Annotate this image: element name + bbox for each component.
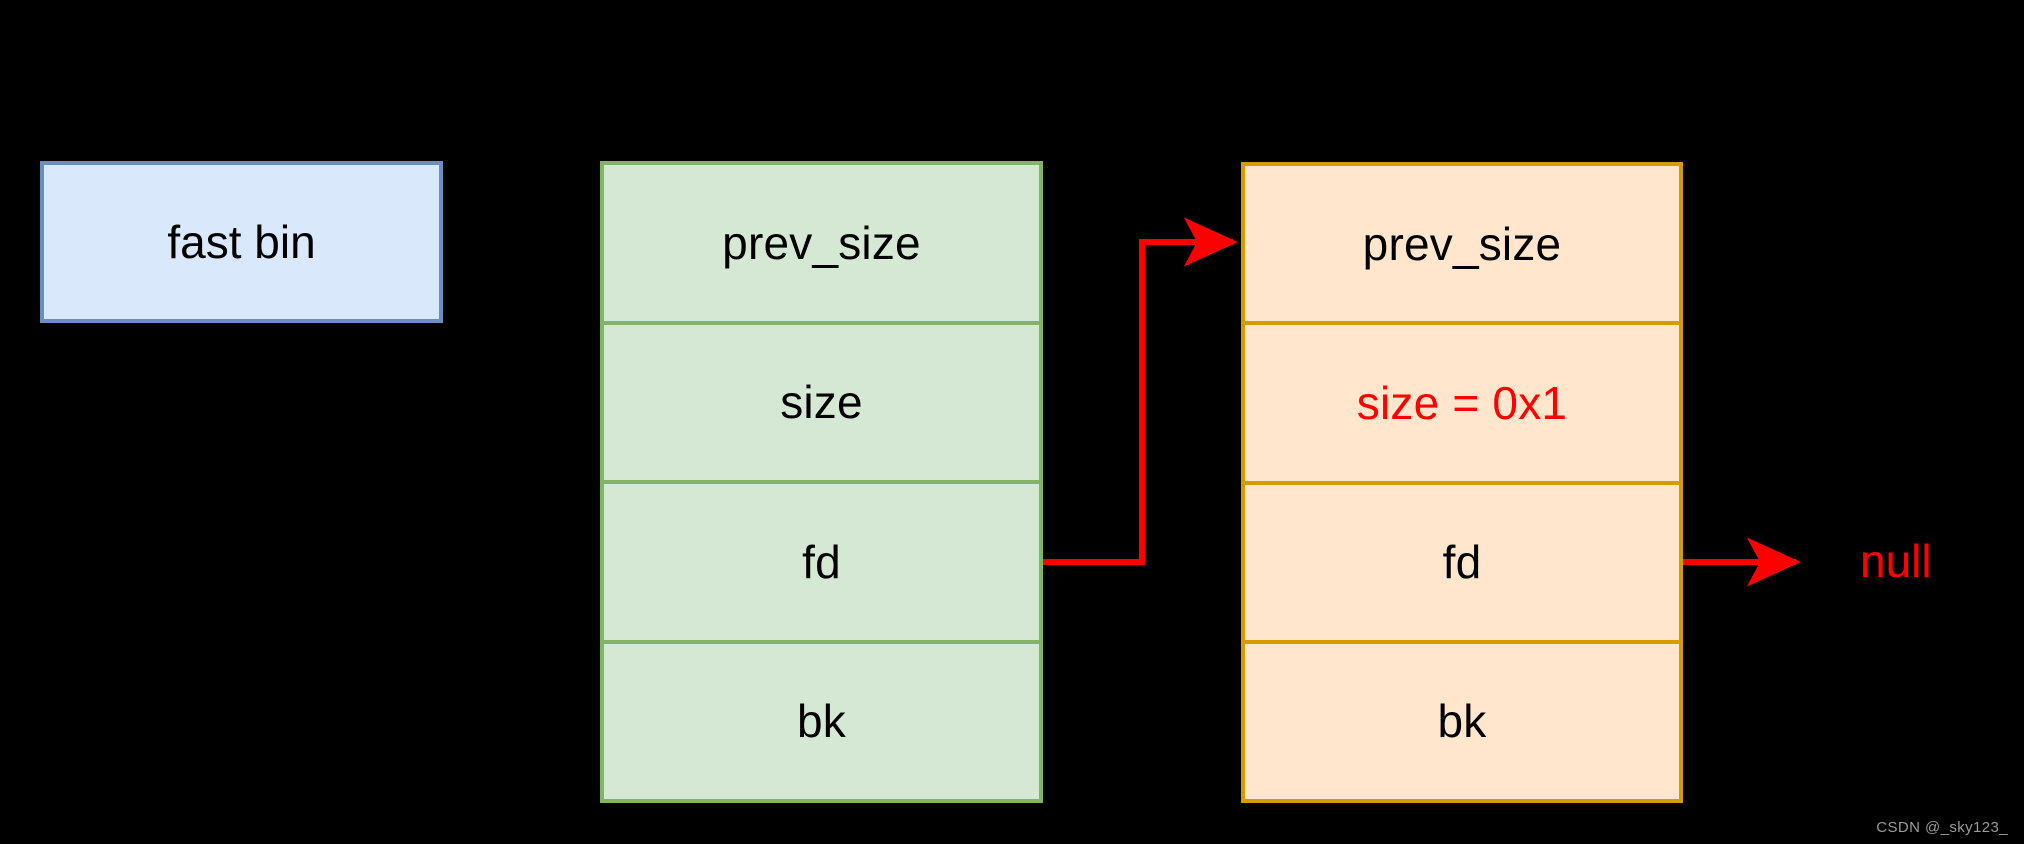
- fd-link-arrow: [1043, 217, 1238, 565]
- green-chunk-box: prev_size size fd bk: [600, 161, 1043, 803]
- green-chunk-row-prev-size: prev_size: [722, 216, 921, 269]
- null-label: null: [1860, 535, 1932, 587]
- orange-chunk-row-size: size = 0x1: [1245, 321, 1679, 480]
- fast-bin-label: fast bin: [167, 216, 316, 268]
- fast-bin-box: fast bin: [40, 161, 443, 323]
- orange-chunk-row-fd: fd: [1245, 480, 1679, 640]
- green-chunk-row-bk: bk: [604, 639, 1039, 800]
- green-chunk-row-size: size: [604, 320, 1039, 481]
- orange-chunk-row-bk: bk: [1245, 639, 1679, 799]
- green-chunk-row-fd: fd: [604, 480, 1039, 640]
- watermark: CSDN @_sky123_: [1876, 819, 2008, 836]
- orange-chunk-box: prev_size size = 0x1 fd bk: [1241, 162, 1683, 803]
- orange-chunk-row-prev-size: prev_size: [1362, 217, 1562, 270]
